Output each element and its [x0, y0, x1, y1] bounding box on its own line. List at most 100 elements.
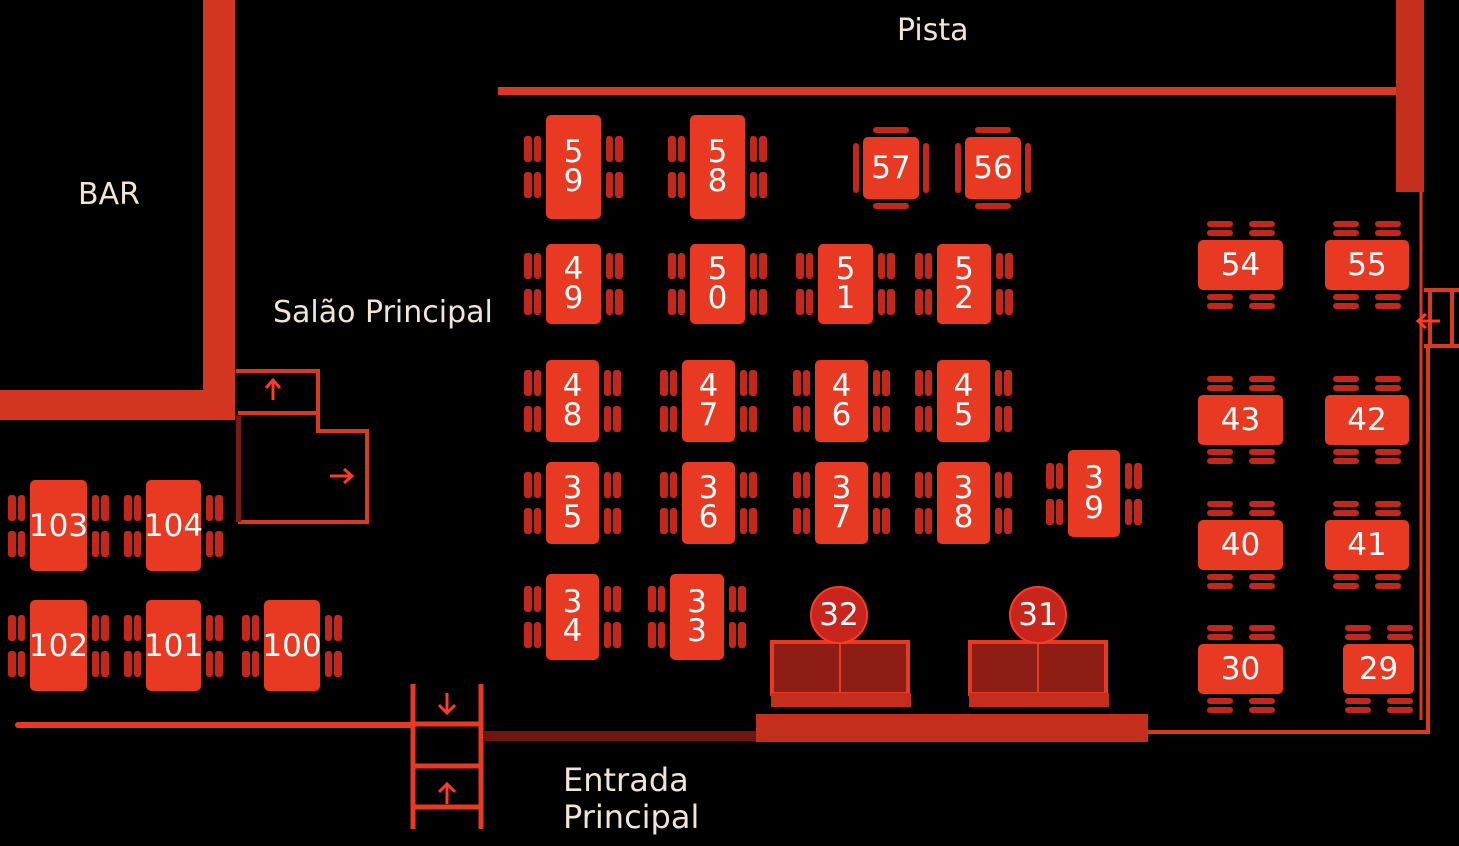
- table-45[interactable]: 4 5: [937, 360, 990, 442]
- table-39[interactable]: 3 9: [1068, 450, 1120, 537]
- chair: [796, 253, 804, 279]
- chair: [749, 370, 757, 396]
- chair: [658, 586, 665, 612]
- bar-wall-bottom: [0, 390, 235, 420]
- table-42[interactable]: 42: [1325, 395, 1409, 445]
- chair: [242, 614, 250, 641]
- table-49[interactable]: 4 9: [546, 244, 601, 324]
- table-56[interactable]: 56: [965, 137, 1021, 199]
- chair: [8, 650, 16, 677]
- arrow-left-icon: [1415, 312, 1440, 330]
- chair: [613, 622, 621, 648]
- chair: [604, 508, 611, 534]
- table-34[interactable]: 3 4: [546, 574, 599, 660]
- chair: [915, 370, 923, 396]
- table-43[interactable]: 43: [1198, 395, 1283, 445]
- table-32[interactable]: 32: [810, 586, 868, 644]
- chair: [1248, 707, 1275, 713]
- chair: [750, 136, 757, 162]
- chair: [749, 472, 757, 498]
- chair: [1206, 707, 1233, 713]
- table-102[interactable]: 102: [29, 600, 88, 691]
- chair: [242, 650, 250, 677]
- table-47[interactable]: 4 7: [682, 360, 735, 442]
- chair: [524, 289, 532, 315]
- chair: [882, 472, 890, 498]
- chair: [606, 289, 613, 315]
- chair: [1333, 221, 1359, 227]
- table-55[interactable]: 55: [1325, 240, 1409, 290]
- chair: [1386, 707, 1413, 713]
- table-29[interactable]: 29: [1343, 644, 1414, 694]
- table-40[interactable]: 40: [1198, 520, 1283, 570]
- chair: [1248, 574, 1275, 580]
- table-30[interactable]: 30: [1198, 644, 1283, 694]
- area-label-entrance: Entrada Principal: [563, 761, 700, 836]
- table-101[interactable]: 101: [144, 600, 203, 691]
- chair: [18, 530, 25, 557]
- chair: [803, 406, 810, 432]
- chair: [92, 650, 99, 677]
- table-57[interactable]: 57: [863, 137, 919, 199]
- table-41[interactable]: 41: [1325, 520, 1409, 570]
- chair: [1206, 583, 1233, 589]
- chair: [334, 650, 342, 677]
- chair: [806, 253, 813, 279]
- chair: [1206, 230, 1233, 236]
- chair: [215, 494, 223, 521]
- chair: [660, 472, 668, 498]
- chair: [1134, 498, 1142, 525]
- chair: [749, 406, 757, 432]
- table-38[interactable]: 3 8: [937, 462, 990, 544]
- arrow-right-icon: [330, 467, 355, 485]
- chair: [1248, 510, 1275, 516]
- chair: [670, 508, 677, 534]
- chair: [1375, 501, 1401, 507]
- table-100[interactable]: 100: [262, 600, 322, 691]
- chair: [1248, 698, 1275, 704]
- table-50[interactable]: 5 0: [690, 244, 745, 324]
- chair: [1206, 294, 1233, 300]
- table-103[interactable]: 103: [29, 480, 88, 571]
- table-35[interactable]: 3 5: [546, 462, 599, 544]
- chair: [1344, 625, 1371, 631]
- chair: [92, 494, 99, 521]
- chair: [524, 253, 532, 279]
- chair: [1375, 574, 1401, 580]
- table-52[interactable]: 5 2: [937, 244, 991, 324]
- chair: [678, 136, 685, 162]
- table-58[interactable]: 5 8: [690, 115, 745, 219]
- table-33[interactable]: 3 3: [670, 574, 724, 660]
- chair: [1025, 143, 1031, 193]
- chair: [1046, 498, 1054, 525]
- chair: [759, 289, 767, 315]
- chair: [1375, 303, 1401, 309]
- chair: [1248, 625, 1275, 631]
- chair: [604, 370, 611, 396]
- chair: [534, 172, 541, 198]
- chair: [1125, 498, 1132, 525]
- arrow-up-icon: [264, 377, 282, 400]
- table-36[interactable]: 3 6: [682, 462, 735, 544]
- table-31[interactable]: 31: [1009, 586, 1067, 644]
- chair: [740, 472, 747, 498]
- chair: [853, 143, 859, 193]
- chair: [1375, 385, 1401, 391]
- table-59[interactable]: 5 9: [546, 115, 601, 219]
- chair: [1248, 634, 1275, 640]
- chair: [615, 136, 623, 162]
- table-104[interactable]: 104: [144, 480, 203, 571]
- chair: [793, 508, 801, 534]
- stage-platform: [756, 714, 1148, 742]
- chair: [878, 253, 885, 279]
- chair: [613, 472, 621, 498]
- chair: [1005, 253, 1013, 279]
- table-51[interactable]: 5 1: [818, 244, 873, 324]
- table-37[interactable]: 3 7: [815, 462, 868, 544]
- chair: [1206, 221, 1233, 227]
- table-54[interactable]: 54: [1198, 240, 1283, 290]
- chair: [1386, 698, 1413, 704]
- chair: [124, 494, 132, 521]
- table-46[interactable]: 4 6: [815, 360, 868, 442]
- table-48[interactable]: 4 8: [546, 360, 599, 442]
